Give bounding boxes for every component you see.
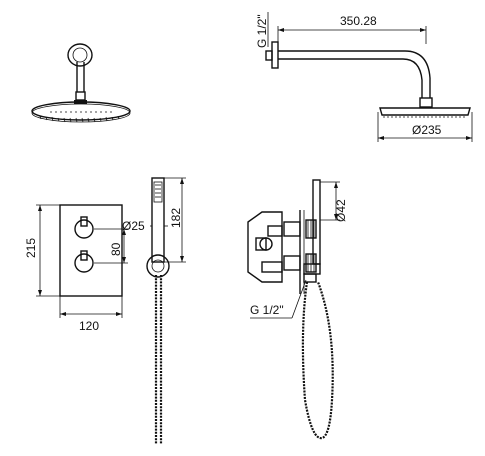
panel-width-dimension: 120 (79, 319, 99, 333)
nozzle-pattern (39, 111, 120, 123)
side-diameter-dimension: Ø42 (334, 199, 348, 222)
valve-side-section (247, 179, 340, 440)
hand-shower-and-hose (146, 177, 186, 444)
handset-diameter-dimension: Ø25 (122, 219, 145, 233)
panel-height-dimension: 215 (24, 238, 38, 258)
control-panel-front-view (36, 204, 128, 318)
handset-length-dimension: 182 (169, 208, 183, 228)
shower-head-perspective-view (31, 43, 131, 123)
control-spacing-dimension: 80 (109, 242, 123, 256)
top-thread-dimension: G 1/2" (255, 14, 269, 48)
outlet-thread-dimension: G 1/2" (250, 303, 284, 317)
head-diameter-dimension: Ø235 (412, 123, 442, 137)
shower-arm-side-view (265, 12, 473, 142)
arm-length-dimension: 350.28 (340, 14, 377, 28)
